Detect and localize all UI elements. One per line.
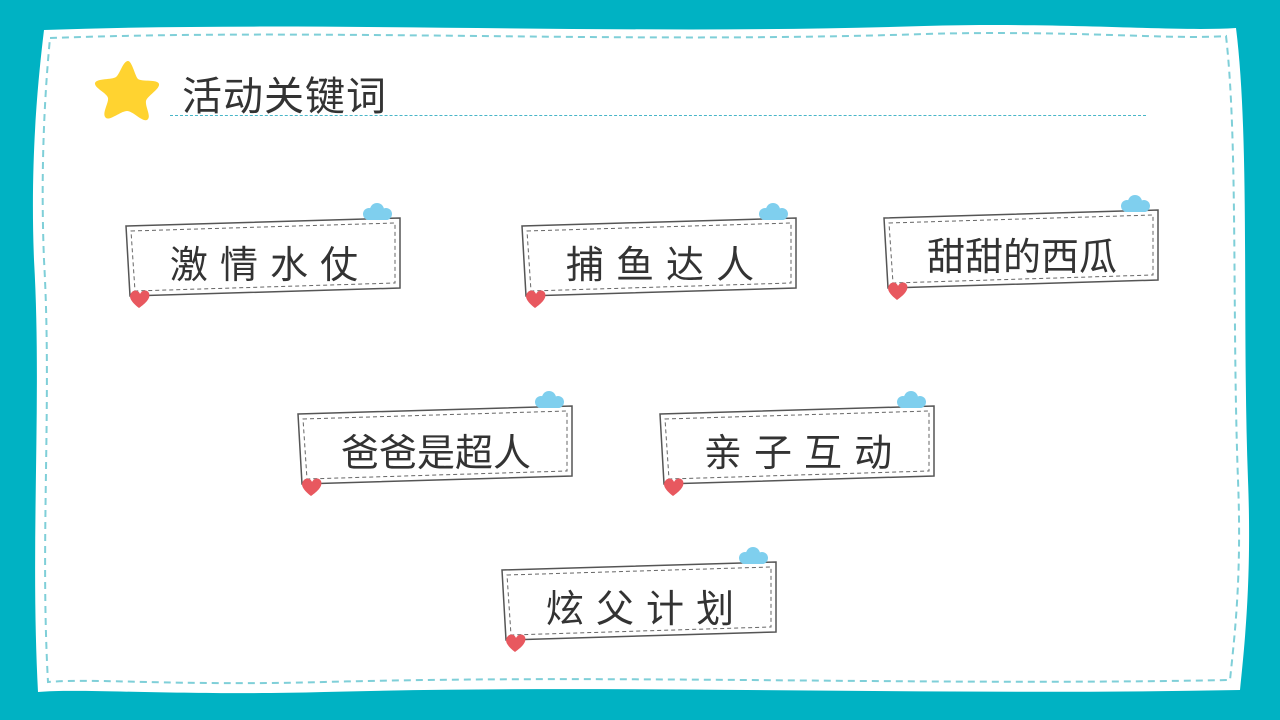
tag-card	[521, 203, 797, 308]
panel-background	[32, 25, 1250, 694]
tag-card	[883, 195, 1159, 300]
heart-icon	[130, 290, 150, 308]
heart-icon	[888, 282, 908, 300]
tag-card	[297, 391, 573, 496]
heart-icon	[302, 478, 322, 496]
title-divider	[170, 115, 1146, 116]
keyword-label: 亲 子 互 动	[703, 430, 893, 475]
cloud-icon	[897, 391, 926, 408]
heart-icon	[664, 478, 684, 496]
keyword-label: 炫 父 计 划	[545, 586, 735, 631]
keyword-tag: 爸爸是超人	[296, 391, 576, 496]
tag-card	[125, 203, 401, 308]
tag-card	[659, 391, 935, 496]
cloud-icon	[759, 203, 788, 220]
keyword-tag: 激 情 水 仗	[124, 203, 404, 308]
tag-card	[501, 547, 777, 652]
cloud-icon	[1121, 195, 1150, 212]
page-title: 活动关键词	[182, 74, 387, 120]
keyword-label: 甜甜的西瓜	[926, 234, 1117, 279]
keyword-label: 爸爸是超人	[340, 430, 531, 475]
star-icon	[94, 61, 160, 121]
cloud-icon	[363, 203, 392, 220]
keyword-tag: 甜甜的西瓜	[882, 195, 1162, 300]
keyword-tag: 亲 子 互 动	[658, 391, 938, 496]
keyword-label: 捕 鱼 达 人	[565, 242, 755, 287]
keyword-label: 激 情 水 仗	[169, 242, 359, 287]
heart-icon	[526, 290, 546, 308]
keyword-tag: 炫 父 计 划	[500, 547, 780, 652]
cloud-icon	[739, 547, 768, 564]
heart-icon	[506, 634, 526, 652]
cloud-icon	[535, 391, 564, 408]
content-panel	[24, 20, 1256, 700]
keyword-tag: 捕 鱼 达 人	[520, 203, 800, 308]
